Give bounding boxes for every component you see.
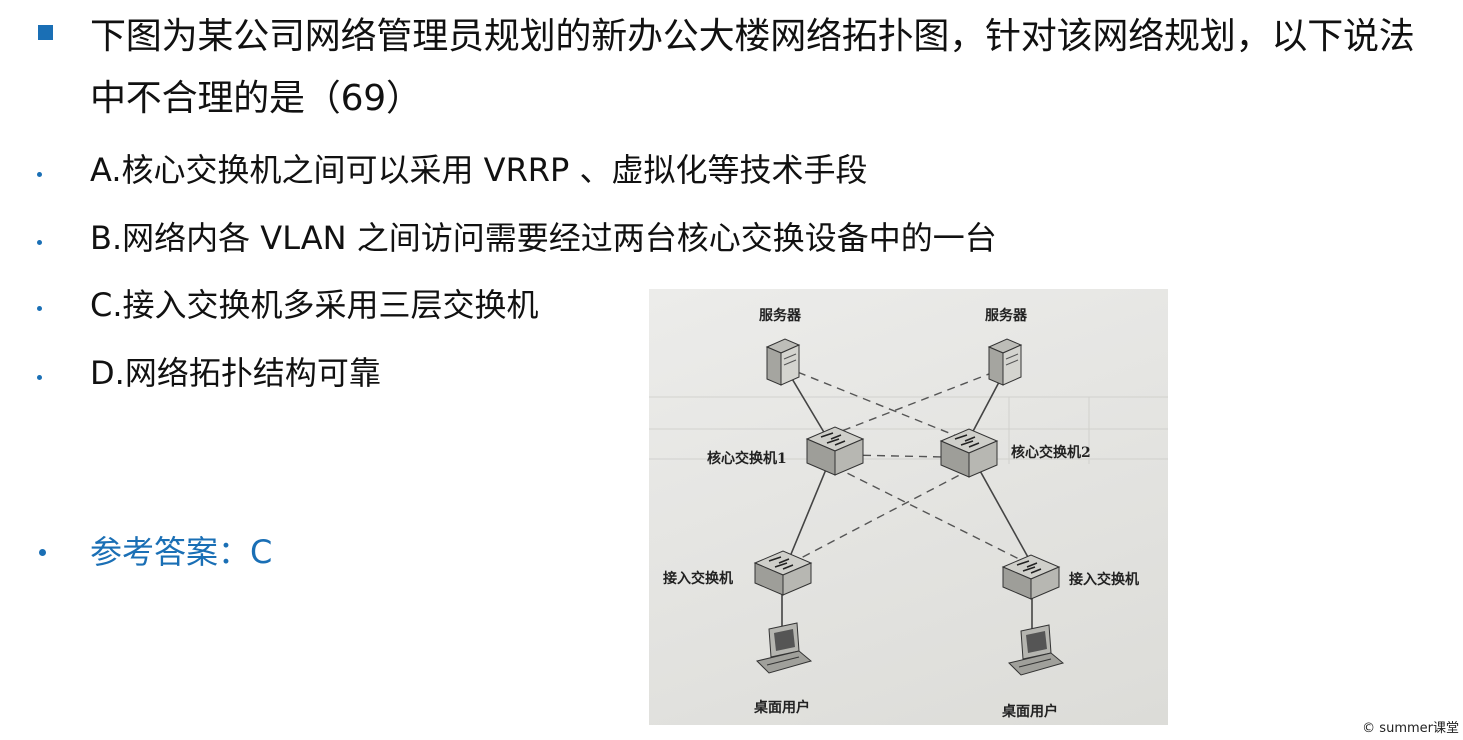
option-d: D.网络拓扑结构可靠 <box>90 354 381 392</box>
answer-bullet <box>39 549 46 556</box>
label-access-switch-left: 接入交换机 <box>663 571 733 587</box>
label-server-right: 服务器 <box>985 308 1027 324</box>
desktop-user-left-icon <box>756 622 813 674</box>
question-text: 下图为某公司网络管理员规划的新办公大楼网络拓扑图，针对该网络规划，以下说法中不合… <box>90 16 1415 119</box>
core-switch-2-icon <box>939 428 999 478</box>
answer-text: 参考答案：C <box>90 533 273 571</box>
access-switch-left-icon <box>753 550 813 596</box>
option-b-bullet <box>37 240 42 245</box>
label-access-switch-right: 接入交换机 <box>1069 572 1139 588</box>
core-switch-1-icon <box>805 426 865 476</box>
server-left-icon <box>765 338 801 386</box>
topology-links <box>781 366 1033 629</box>
question-square-bullet <box>38 25 53 40</box>
network-topology-photo: 服务器 服务器 核心交换机1 核心交换机2 接入交换机 接入交换机 桌面用户 桌… <box>649 289 1168 725</box>
label-server-left: 服务器 <box>759 308 801 324</box>
option-d-bullet <box>37 375 42 380</box>
option-c-bullet <box>37 306 42 311</box>
label-core-switch-2: 核心交换机2 <box>1011 445 1091 461</box>
server-right-icon <box>987 338 1023 386</box>
topology-diagram <box>649 338 1168 676</box>
option-b: B.网络内各 VLAN 之间访问需要经过两台核心交换设备中的一台 <box>90 219 997 257</box>
option-a-bullet <box>37 172 42 177</box>
label-user-right: 桌面用户 <box>1002 704 1058 720</box>
option-a: A.核心交换机之间可以采用 VRRP 、虚拟化等技术手段 <box>90 151 868 189</box>
label-core-switch-1: 核心交换机1 <box>707 451 787 467</box>
copyright-text: © summer课堂 <box>1362 721 1459 736</box>
option-c: C.接入交换机多采用三层交换机 <box>90 286 539 324</box>
label-user-left: 桌面用户 <box>754 700 810 716</box>
access-switch-right-icon <box>1001 554 1061 600</box>
desktop-user-right-icon <box>1008 624 1065 676</box>
